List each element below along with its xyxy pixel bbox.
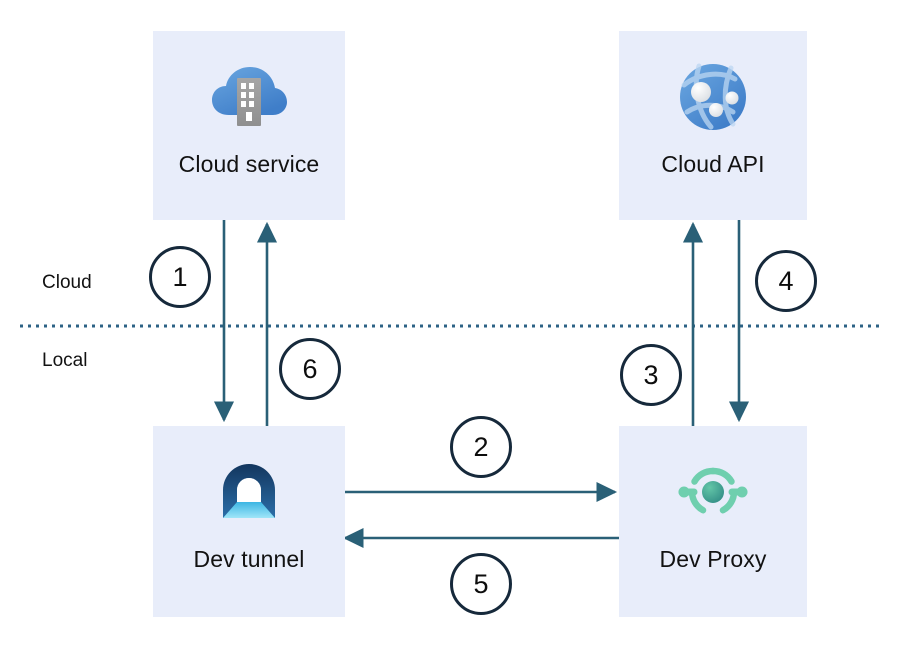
step-circle-3[interactable]: 3: [620, 344, 682, 406]
step-circle-4[interactable]: 4: [755, 250, 817, 312]
cloud-building-icon: [209, 57, 289, 137]
node-label-dev-proxy: Dev Proxy: [659, 546, 767, 572]
dev-proxy-target-icon: [673, 452, 753, 532]
step-circle-2[interactable]: 2: [450, 416, 512, 478]
node-dev-tunnel[interactable]: Dev tunnel: [153, 426, 345, 617]
node-cloud-service[interactable]: Cloud service: [153, 31, 345, 220]
zone-label-cloud: Cloud: [42, 272, 92, 293]
node-dev-proxy[interactable]: Dev Proxy: [619, 426, 807, 617]
cloud-api-globe-icon: [673, 57, 753, 137]
node-label-dev-tunnel: Dev tunnel: [193, 546, 305, 572]
node-cloud-api[interactable]: Cloud API: [619, 31, 807, 220]
step-circle-1[interactable]: 1: [149, 246, 211, 308]
node-label-cloud-api: Cloud API: [661, 151, 765, 177]
step-circle-5[interactable]: 5: [450, 553, 512, 615]
zone-label-local: Local: [42, 350, 88, 371]
dev-tunnel-arch-icon: [209, 452, 289, 532]
step-circle-6[interactable]: 6: [279, 338, 341, 400]
node-label-cloud-service: Cloud service: [178, 151, 320, 177]
